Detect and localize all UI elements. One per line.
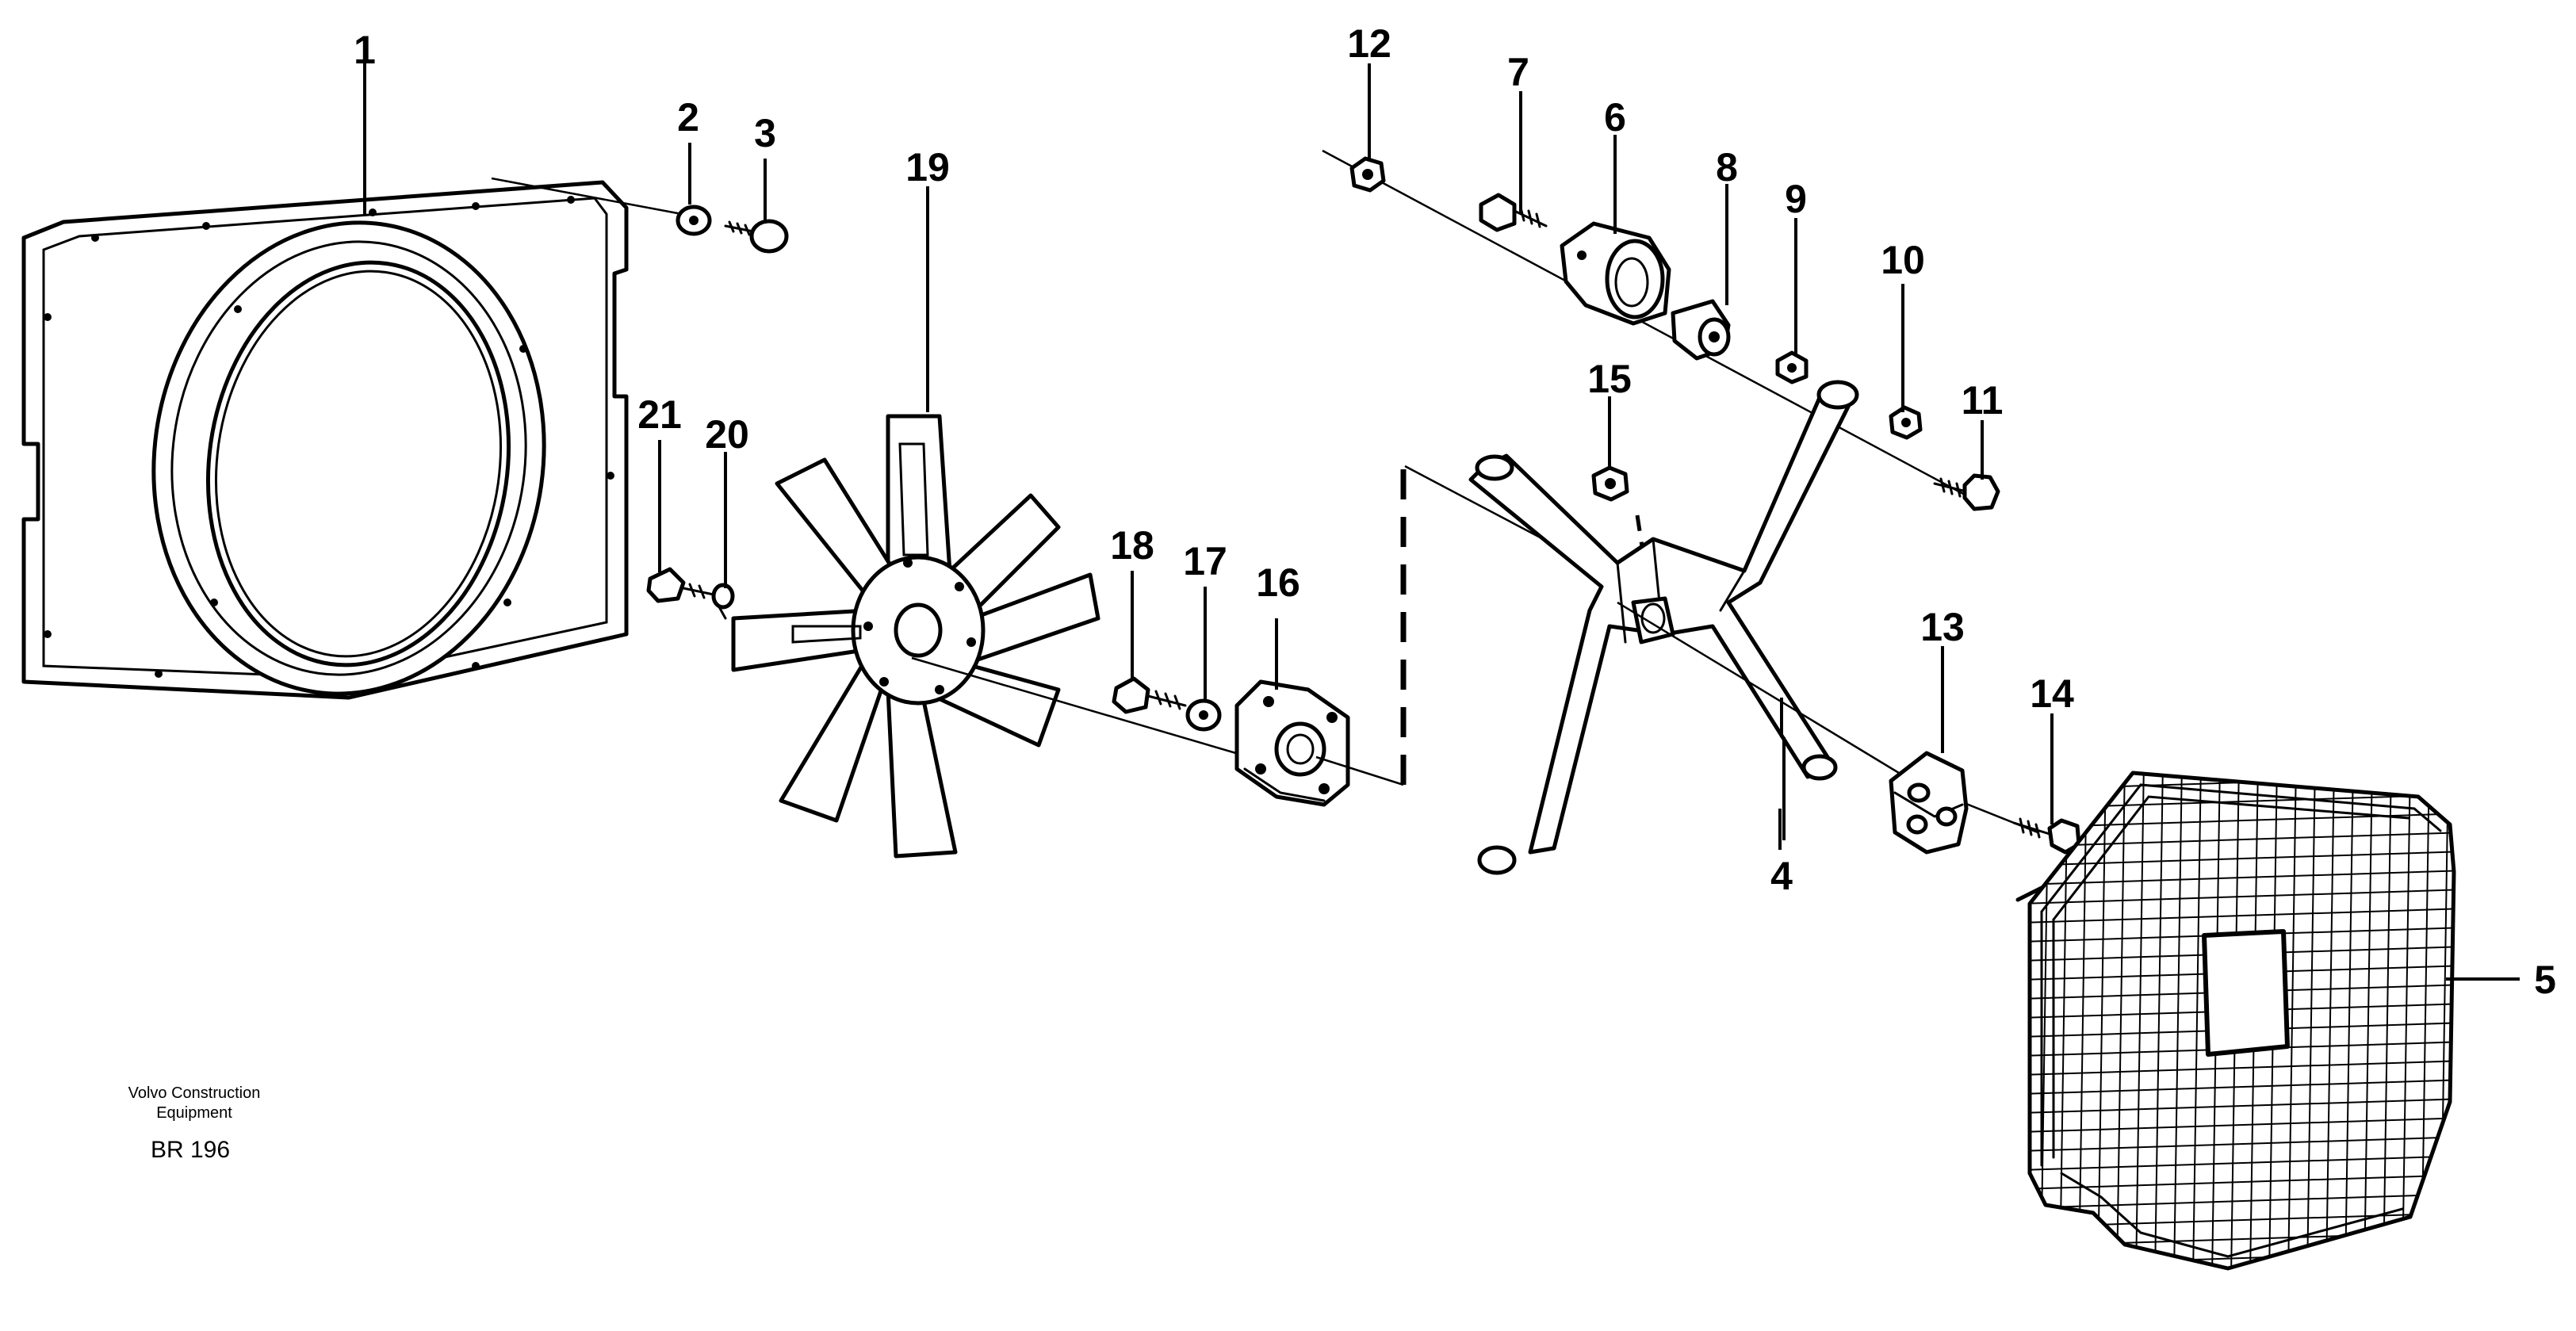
caption-line-1: Volvo Construction <box>128 1084 261 1102</box>
shroud-bolt <box>724 219 789 254</box>
leader-lines <box>363 63 2520 981</box>
guard-bracket <box>1468 380 1859 875</box>
shroud-washer <box>676 205 712 236</box>
fan-shroud <box>21 177 683 700</box>
callout-9: 9 <box>1785 177 1807 221</box>
callout-13: 13 <box>1920 605 1965 649</box>
callout-18: 18 <box>1110 523 1154 568</box>
fan-guard <box>2015 771 2456 1271</box>
callout-15: 15 <box>1587 357 1632 401</box>
hub-washer <box>1185 698 1222 732</box>
publisher-caption: Volvo Construction Equipment BR 196 <box>128 1084 261 1163</box>
callout-20: 20 <box>705 412 749 457</box>
callout-16: 16 <box>1256 560 1300 605</box>
callout-7: 7 <box>1507 50 1529 94</box>
fan-bolt <box>646 567 715 603</box>
mount-bracket <box>1560 221 1671 326</box>
caption-line-2: Equipment <box>156 1104 232 1122</box>
fan-hub <box>1234 679 1350 807</box>
callout-6: 6 <box>1604 95 1626 140</box>
clamp-block <box>1889 751 1969 855</box>
bracket-nut <box>1889 405 1923 440</box>
fan-blade <box>731 414 1100 859</box>
callout-21: 21 <box>637 392 682 437</box>
bushing-washer <box>1775 350 1809 384</box>
nut-top <box>1349 156 1386 193</box>
hub-bolt <box>1112 676 1187 714</box>
callout-14: 14 <box>2030 671 2074 716</box>
callout-4: 4 <box>1770 854 1793 898</box>
callout-17: 17 <box>1183 539 1227 583</box>
callout-3: 3 <box>754 111 776 155</box>
callout-12: 12 <box>1347 21 1391 66</box>
callout-2: 2 <box>677 95 699 140</box>
fan-lock-washer <box>711 583 735 620</box>
callout-1: 1 <box>354 28 376 72</box>
clamp-bolt <box>2012 817 2081 855</box>
drawing-code: BR 196 <box>151 1137 230 1163</box>
mount-bolt <box>1479 193 1548 232</box>
bracket-spacer <box>1591 465 1629 502</box>
callout-8: 8 <box>1716 145 1738 189</box>
bracket-bolt <box>1933 473 2000 511</box>
callout-11: 11 <box>1962 378 2004 423</box>
callout-5: 5 <box>2534 958 2556 1002</box>
callout-numbers: 1 2 3 4 5 6 7 8 9 10 11 12 13 14 15 16 1… <box>354 21 2556 1002</box>
rubber-bushing <box>1671 299 1731 361</box>
callout-10: 10 <box>1881 238 1925 282</box>
callout-19: 19 <box>905 145 950 189</box>
